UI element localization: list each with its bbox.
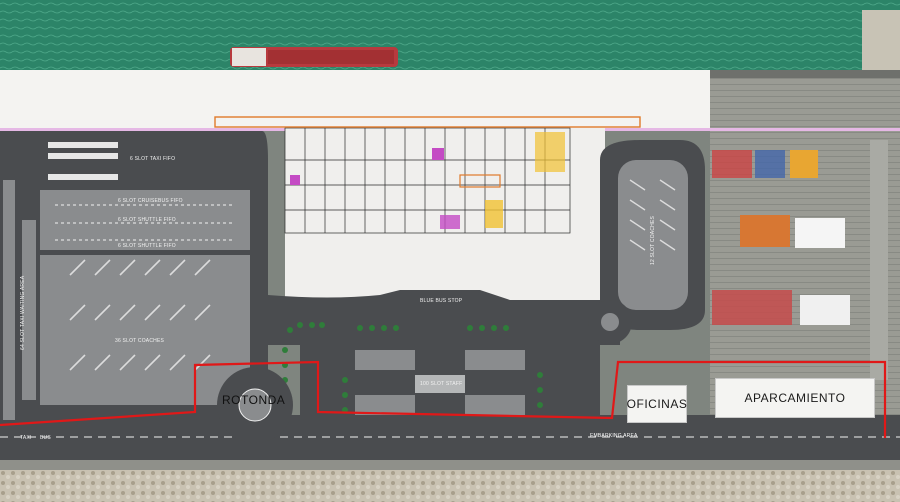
label-shuttle-fifo-2: 6 SLOT SHUTTLE FIFO <box>118 243 176 249</box>
label-oficinas: OFICINAS <box>626 397 688 411</box>
label-taxi: TAXI <box>20 435 32 441</box>
terminal-building <box>0 70 710 130</box>
label-cruisebus-fifo: 6 SLOT CRUISEBUS FIFO <box>118 198 183 204</box>
oficinas-building: OFICINAS <box>627 385 687 423</box>
boundary-line <box>0 360 887 438</box>
fifo-lanes <box>55 204 235 241</box>
label-coaches-36: 36 SLOT COACHES <box>115 338 165 344</box>
sea-area <box>0 0 900 72</box>
label-staff-100: 100 SLOT STAFF <box>420 381 463 387</box>
label-bus: BUS <box>40 435 51 441</box>
aparcamiento-building: APARCAMIENTO <box>715 378 875 418</box>
label-taxi-fifo: 6 SLOT TAXI FIFO <box>130 156 176 162</box>
parking-bays <box>48 142 118 180</box>
pier-top-right <box>862 10 900 74</box>
label-aparcamiento: APARCAMIENTO <box>744 391 846 405</box>
breakwater-rocks <box>0 470 900 502</box>
terminal-grid <box>284 127 571 234</box>
ship <box>230 47 398 67</box>
container-stacks <box>712 140 888 380</box>
label-rotonda: ROTONDA <box>222 393 286 407</box>
terminal-highlights <box>214 116 641 229</box>
coach-bays <box>69 259 211 371</box>
label-embarking-area: EMBARKING AREA <box>590 433 638 439</box>
label-taxi-waiting: 64 SLOT TAXI WAITING AREA <box>20 275 26 350</box>
label-shuttle-fifo-1: 6 SLOT SHUTTLE FIFO <box>118 217 176 223</box>
bus-stop-road <box>268 290 620 345</box>
label-coaches-12: 12 SLOT COACHES <box>650 215 656 265</box>
label-blue-bus-stop: BLUE BUS STOP <box>420 298 463 304</box>
